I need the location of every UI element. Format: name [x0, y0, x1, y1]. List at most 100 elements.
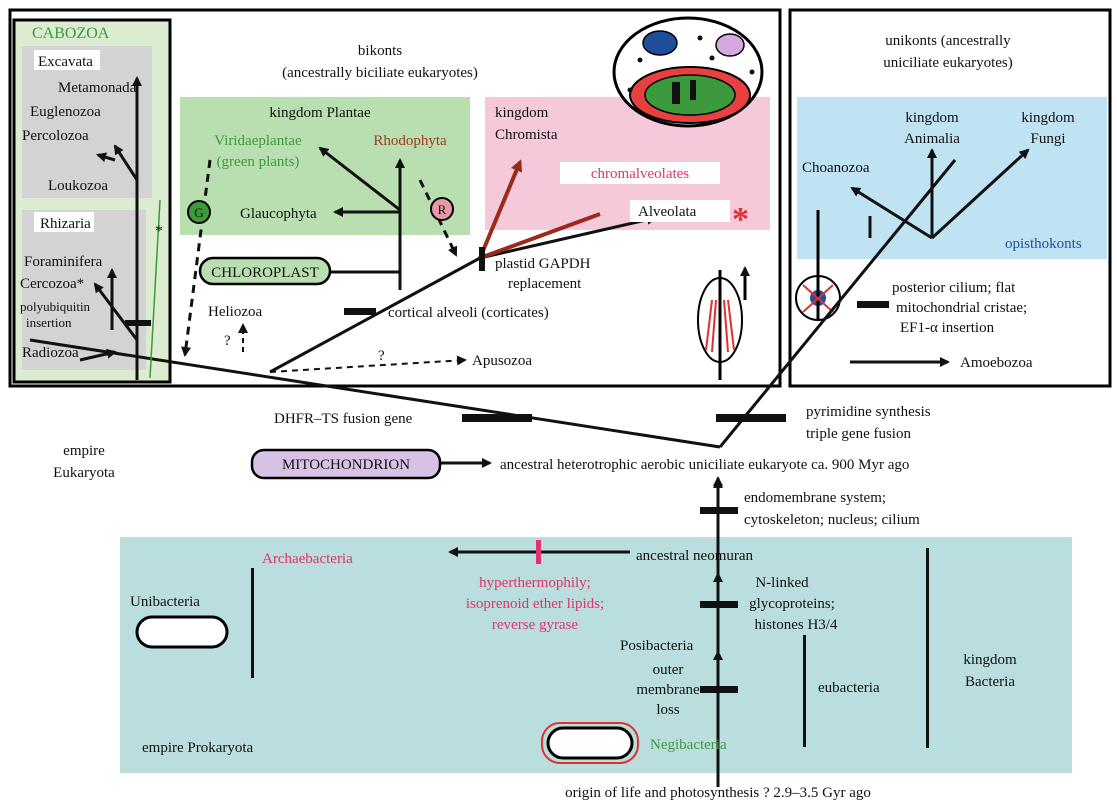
loukozoa-label: Loukozoa — [48, 178, 108, 194]
percolozoa-label: Percolozoa — [22, 128, 89, 144]
biciliate-cell-drawing — [697, 266, 750, 380]
g-marker: G — [194, 205, 203, 220]
posterior-label-3: EF1-α insertion — [900, 320, 995, 336]
nlinked-label-1: N-linked — [755, 575, 809, 591]
apusozoa-label: Apusozoa — [472, 353, 532, 369]
kingdom-bacteria-label-2: Bacteria — [965, 674, 1015, 690]
hyper-label-2: isoprenoid ether lipids; — [466, 596, 604, 612]
endomembrane-label-1: endomembrane system; — [744, 490, 886, 506]
r-marker: R — [438, 202, 447, 217]
chromalveolates-label: chromalveolates — [591, 166, 689, 182]
animalia-label-1: kingdom — [905, 110, 959, 126]
excavata-label-bg — [34, 50, 100, 70]
grouping-bars — [251, 548, 929, 748]
loukozoa-branch — [149, 199, 161, 379]
eubacteria-label: eubacteria — [818, 680, 880, 696]
loukozoa-star: * — [155, 223, 163, 240]
glaucophyta-label: Glaucophyta — [240, 206, 317, 222]
neomuran-tick — [536, 540, 541, 564]
negibacteria-label: Negibacteria — [650, 737, 727, 753]
alveolata-red-star: * — [732, 201, 749, 238]
viridaeplantae-label-1: Viridaeplantae — [214, 133, 302, 149]
hyper-label-1: hyperthermophily; — [479, 575, 591, 591]
outer-label-3: loss — [656, 702, 680, 718]
chromalveolate-branch-2 — [479, 212, 601, 260]
rhizaria-label-bg — [34, 212, 94, 232]
unibacteria-label: Unibacteria — [130, 594, 200, 610]
posibacteria-label: Posibacteria — [620, 638, 694, 654]
metamonada-label: Metamonada — [58, 80, 137, 96]
gapdh-label-1: plastid GAPDH — [495, 256, 591, 272]
negibacteria-cell — [546, 726, 634, 760]
alveolata-label-bg — [630, 200, 730, 222]
archaebacteria-label: Archaebacteria — [262, 551, 353, 567]
unikonts-label-1: unikonts (ancestrally — [885, 33, 1011, 49]
negibacteria-cell-outer — [541, 722, 639, 764]
fungi-label-1: kingdom — [1021, 110, 1075, 126]
bikonts-label-1: bikonts — [358, 43, 402, 59]
g-marker-circle — [187, 200, 211, 224]
plantae-title: kingdom Plantae — [269, 105, 371, 121]
event-ticks — [125, 247, 889, 693]
cercozoa-label: Cercozoa* — [20, 276, 84, 292]
unikonts-label-2: uniciliate eukaryotes) — [883, 55, 1013, 71]
posterior-label-1: posterior cilium; flat — [892, 280, 1016, 296]
posterior-label-2: mitochondrial cristae; — [896, 300, 1027, 316]
question-2: ? — [378, 348, 385, 364]
polyubiquitin-label-2: insertion — [26, 315, 72, 330]
excavata-label: Excavata — [38, 54, 93, 70]
mitochondrion-badge — [250, 448, 442, 480]
bikonts-label-2: (ancestrally biciliate eukaryotes) — [282, 65, 478, 81]
empire-eukaryota-label-1: empire — [63, 443, 105, 459]
dhfr-label: DHFR–TS fusion gene — [274, 411, 413, 427]
fungi-label-2: Fungi — [1030, 131, 1065, 147]
chromalveolates-label-bg — [560, 162, 720, 184]
kingdom-bacteria-label-1: kingdom — [963, 652, 1017, 668]
ancestral-eukaryote-label: ancestral heterotrophic aerobic unicilia… — [500, 457, 909, 473]
unikonts-frame — [788, 8, 1112, 388]
green-plant-dashed — [181, 159, 212, 357]
r-marker-circle — [430, 197, 454, 221]
heliozoa-label: Heliozoa — [208, 304, 262, 320]
radiozoa-label: Radiozoa — [22, 345, 79, 361]
chromalveolate-branch — [478, 159, 523, 259]
chromista-label-1: kingdom — [495, 105, 549, 121]
ancestral-neomuran-label: ancestral neomuran — [636, 548, 754, 564]
outer-label-1: outer — [653, 662, 684, 678]
endomembrane-label-2: cytoskeleton; nucleus; cilium — [744, 512, 920, 528]
foraminifera-label: Foraminifera — [24, 254, 103, 270]
amoebozoa-label: Amoebozoa — [960, 355, 1033, 371]
apusozoa-arrow — [269, 355, 467, 373]
pyrimidine-label-1: pyrimidine synthesis — [806, 404, 931, 420]
rhizaria-label: Rhizaria — [40, 216, 91, 232]
opisthokonts-label: opisthokonts — [1005, 236, 1082, 252]
rhodophyta-label: Rhodophyta — [373, 133, 447, 149]
outer-label-2: membrane — [636, 682, 700, 698]
chloroplast-label: CHLOROPLAST — [211, 265, 319, 281]
gapdh-label-2: replacement — [508, 276, 582, 292]
choanozoa-label: Choanozoa — [802, 160, 870, 176]
chloroplast-badge — [198, 256, 332, 286]
plantae-box — [180, 97, 470, 235]
cortical-label: cortical alveoli (corticates) — [388, 305, 549, 321]
euglenozoa-label: Euglenozoa — [30, 104, 101, 120]
empire-prokaryota-label: empire Prokaryota — [142, 740, 254, 756]
bikonts-frame — [8, 8, 782, 388]
chromista-label-2: Chromista — [495, 127, 558, 143]
origin-label: origin of life and photosynthesis ? 2.9–… — [565, 785, 871, 801]
alveolata-label: Alveolata — [638, 204, 697, 220]
nlinked-label-2: glycoproteins; — [749, 596, 835, 612]
question-1: ? — [224, 333, 231, 349]
empire-eukaryota-label-2: Eukaryota — [53, 465, 115, 481]
viridaeplantae-label-2: (green plants) — [217, 154, 300, 170]
opisthokont-box — [797, 97, 1107, 259]
mitochondrion-label: MITOCHONDRION — [282, 457, 410, 473]
excavata-box — [22, 46, 152, 198]
nlinked-label-3: histones H3/4 — [755, 617, 838, 633]
polyubiquitin-label-1: polyubiquitin — [20, 299, 91, 314]
pyrimidine-label-2: triple gene fusion — [806, 426, 911, 442]
cell-illustration — [612, 16, 764, 128]
uniciliate-cell-drawing — [795, 210, 841, 321]
unibacteria-cell — [135, 615, 229, 649]
